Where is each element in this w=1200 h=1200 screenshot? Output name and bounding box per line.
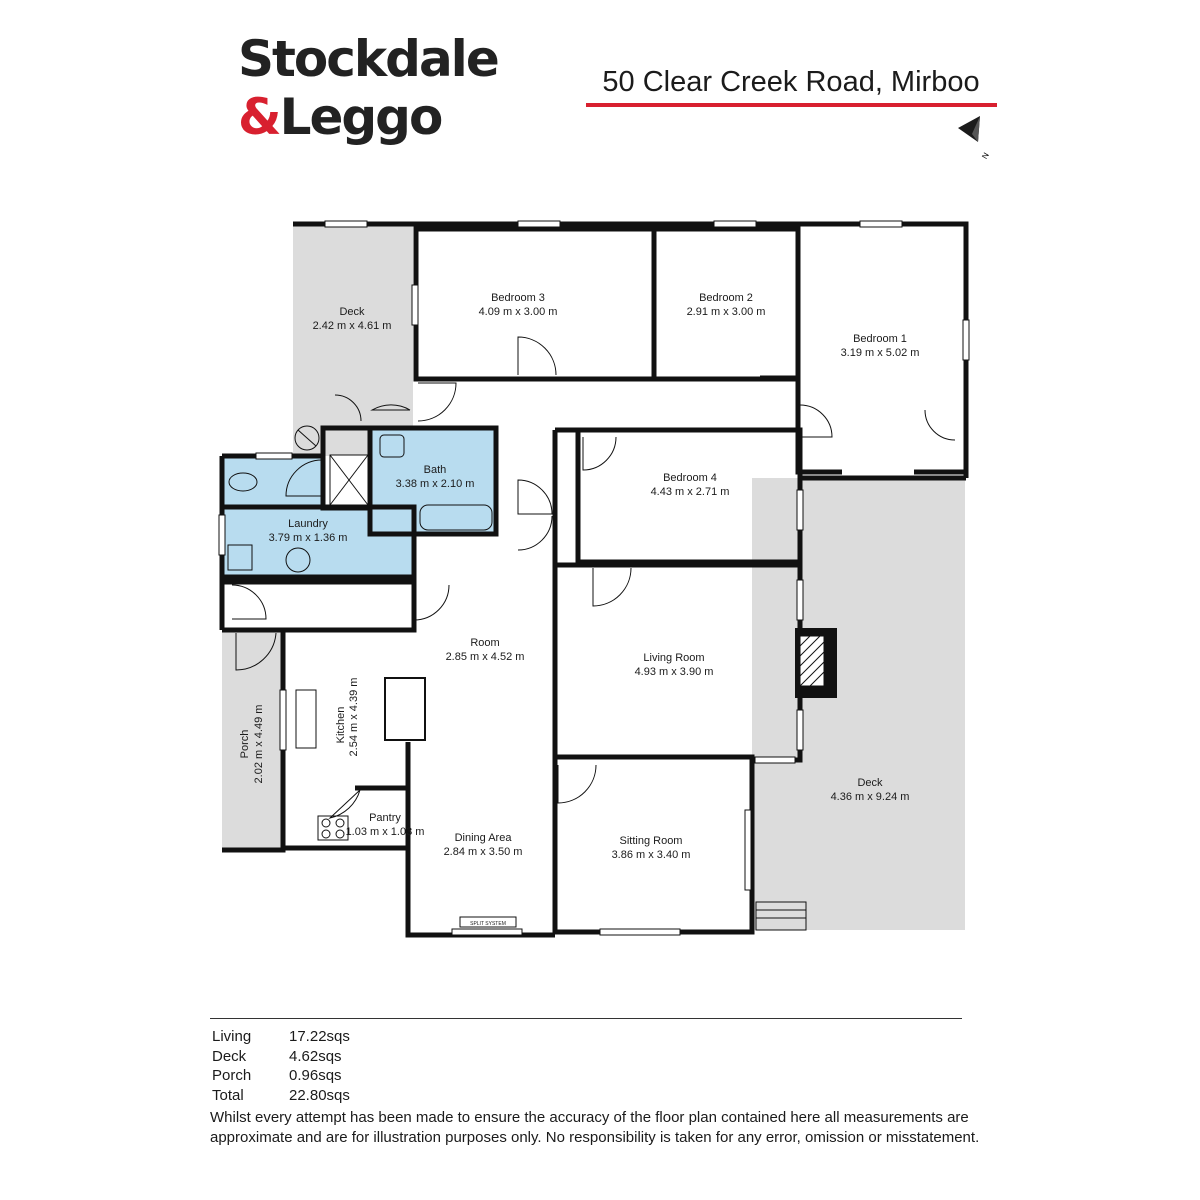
brand-line-1: Stockdale (238, 30, 500, 88)
summary-divider (210, 1018, 962, 1019)
toilet-area (224, 458, 322, 506)
room-dims-deck-right: 4.36 m x 9.24 m (831, 791, 910, 803)
summary-row: Living 17.22sqs (212, 1027, 350, 1047)
fireplace-hatch (799, 635, 825, 687)
summary-value: 4.62sqs (289, 1047, 342, 1065)
room-name-sitting-room: Sitting Room (620, 835, 683, 847)
deck-area-right (752, 478, 965, 930)
room-name-bath: Bath (424, 464, 447, 476)
fireplace-hearth (799, 635, 825, 687)
room-name-bedroom-2: Bedroom 2 (699, 292, 753, 304)
summary-label: Deck (212, 1047, 247, 1065)
room-dims-laundry: 3.79 m x 1.36 m (269, 532, 348, 544)
north-label: N (980, 151, 991, 161)
brand-line-2-text: Leggo (279, 88, 444, 146)
room-dims-living-room: 4.93 m x 3.90 m (635, 666, 714, 678)
room-name-porch: Porch (239, 730, 251, 759)
floor-plan: SPLIT SYSTEM Deck 2.42 m x 4.61 m Bedroo… (218, 220, 970, 938)
room-dims-pantry: 1.03 m x 1.03 m (346, 826, 425, 838)
summary-label: Porch (212, 1067, 252, 1084)
room-dims-sitting-room: 3.86 m x 3.40 m (612, 849, 691, 861)
porch-area (222, 630, 282, 852)
summary-value: 0.96sqs (289, 1067, 342, 1084)
room-dims-deck-left: 2.42 m x 4.61 m (313, 320, 392, 332)
room-dims-dining-area: 2.84 m x 3.50 m (444, 846, 523, 858)
summary-label: Total (212, 1086, 244, 1104)
room-dims-bedroom-4: 4.43 m x 2.71 m (651, 486, 730, 498)
brand-line-2: &Leggo (238, 92, 498, 150)
room-name-room: Room (470, 637, 499, 649)
room-name-bedroom-1: Bedroom 1 (853, 333, 907, 345)
split-system-unit (459, 916, 517, 928)
room-labels: Deck 2.42 m x 4.61 m Bedroom 3 4.09 m x … (239, 292, 919, 861)
summary-value: 17.22sqs (289, 1028, 350, 1045)
fixtures (227, 375, 914, 931)
room-dims-bedroom-2: 2.91 m x 3.00 m (687, 306, 766, 318)
room-name-kitchen: Kitchen (335, 707, 347, 744)
disclaimer-text: Whilst every attempt has been made to en… (210, 1109, 980, 1146)
summary-row: Porch 0.96sqs (212, 1066, 350, 1086)
room-name-bedroom-3: Bedroom 3 (491, 292, 545, 304)
summary-row: Total 22.80sqs (212, 1086, 350, 1106)
room-dims-bedroom-3: 4.09 m x 3.00 m (479, 306, 558, 318)
summary-value: 22.80sqs (289, 1086, 350, 1104)
room-dims-bedroom-1: 3.19 m x 5.02 m (841, 347, 920, 359)
summary-row: Deck 4.62sqs (212, 1047, 350, 1067)
room-name-deck-right: Deck (857, 777, 883, 789)
room-dims-bath: 3.38 m x 2.10 m (396, 478, 475, 490)
room-name-bedroom-4: Bedroom 4 (663, 472, 717, 484)
split-system-label: SPLIT SYSTEM (470, 921, 506, 927)
room-name-pantry: Pantry (369, 812, 401, 824)
address-underline (586, 103, 997, 107)
brand-ampersand: & (238, 88, 282, 146)
room-dims-porch: 2.02 m x 4.49 m (253, 705, 265, 784)
brand-logo: Stockdale &Leggo (238, 30, 500, 150)
laundry-area (224, 508, 414, 576)
summary-label: Living (212, 1028, 252, 1045)
windows (218, 220, 970, 936)
room-name-living-room: Living Room (643, 652, 704, 664)
property-address: 50 Clear Creek Road, Mirboo (602, 66, 980, 98)
north-arrow-icon: N (958, 116, 991, 161)
room-name-laundry: Laundry (288, 518, 328, 530)
room-name-deck-left: Deck (339, 306, 365, 318)
deck-area-left (293, 226, 413, 456)
door-swings (231, 336, 956, 819)
room-dims-room: 2.85 m x 4.52 m (446, 651, 525, 663)
room-dims-kitchen: 2.54 m x 4.39 m (348, 678, 360, 757)
room-name-dining-area: Dining Area (455, 832, 513, 844)
